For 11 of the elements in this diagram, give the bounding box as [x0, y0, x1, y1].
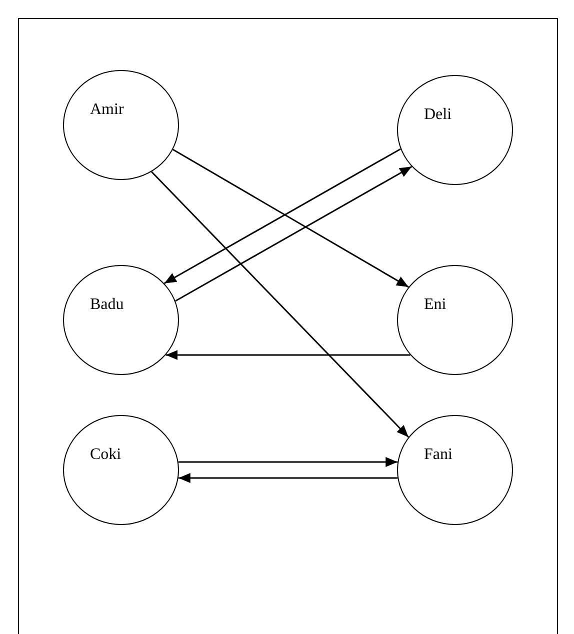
arrow — [175, 166, 412, 302]
node-label: Deli — [424, 106, 452, 124]
arrow — [151, 171, 410, 438]
arrow — [178, 457, 398, 467]
arrow — [166, 350, 410, 360]
node-label: Fani — [424, 446, 452, 464]
node-label: Coki — [90, 446, 122, 464]
node-label: Eni — [424, 296, 446, 314]
node-label: Badu — [90, 296, 124, 314]
node-label: Amir — [90, 101, 124, 119]
arrow — [178, 473, 398, 483]
